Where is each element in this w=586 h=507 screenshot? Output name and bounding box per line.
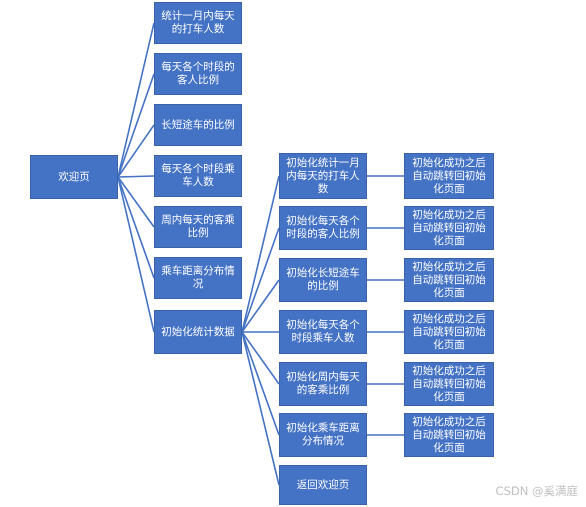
level2-node: 初始化每天各个时段乘车人数 [279,310,367,354]
level2-node: 初始化周内每天的客乘比例 [279,362,367,406]
level3-node: 初始化成功之后自动跳转回初始化页面 [404,413,494,457]
level3-node: 初始化成功之后自动跳转回初始化页面 [404,258,494,302]
level3-node: 初始化成功之后自动跳转回初始化页面 [404,310,494,354]
connector-line [117,176,155,279]
level3-node: 初始化成功之后自动跳转回初始化页面 [404,153,494,199]
level1-node: 每天各个时段乘车人数 [154,155,242,197]
connector-line [117,22,155,178]
connector-line [117,175,155,178]
level1-node: 统计一月内每天的打车人数 [154,2,242,44]
level1-node: 长短途车的比例 [154,104,242,146]
connector-line [241,279,280,333]
connector-line [117,176,155,228]
connector-line [117,73,155,178]
root-node: 欢迎页 [30,155,118,199]
connector-line [241,331,280,436]
connector-line [117,176,155,333]
level2-node: 初始化乘车距离分布情况 [279,413,367,457]
level3-node: 初始化成功之后自动跳转回初始化页面 [404,362,494,406]
level1-node: 乘车距离分布情况 [154,257,242,299]
connector-line [241,175,280,333]
level2-node: 初始化每天各个时段的客人比例 [279,206,367,250]
level3-node: 初始化成功之后自动跳转回初始化页面 [404,206,494,250]
connector-line [241,331,280,486]
connector-line [241,227,280,333]
level1-node: 每天各个时段的客人比例 [154,53,242,95]
watermark: CSDN @奚满庭 [495,484,578,498]
init-stats-node: 初始化统计数据 [154,310,242,354]
level2-node: 初始化统计一月内每天的打车人数 [279,153,367,199]
level1-node: 周内每天的客乘比例 [154,206,242,248]
level2-node: 初始化长短途车的比例 [279,258,367,302]
back-to-welcome-node: 返回欢迎页 [279,465,367,505]
connector-line [241,331,280,385]
connector-line [117,124,155,178]
